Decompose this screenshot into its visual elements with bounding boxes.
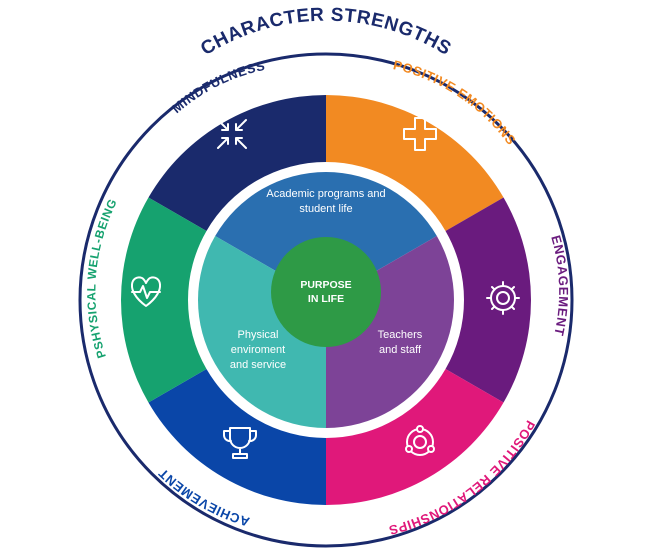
outer-ring bbox=[78, 52, 574, 548]
diagram-title: CHARACTER STRENGTHS bbox=[197, 5, 455, 60]
arrows-converge-icon bbox=[217, 119, 247, 149]
gear-icon bbox=[486, 281, 520, 315]
inner-label-1-line-2: student life bbox=[299, 203, 352, 215]
inner-label-3-line-3: and service bbox=[230, 359, 286, 371]
segment-icons bbox=[131, 117, 520, 459]
segment-mindfulness bbox=[148, 95, 326, 231]
connected-circle-icon bbox=[405, 425, 435, 456]
inner-labels: Academic programs and student lifeTeacher… bbox=[230, 188, 423, 371]
inner-label-2-line-1: Teachers bbox=[378, 329, 423, 341]
segment-achievement bbox=[148, 369, 326, 505]
inner-label-3-line-1: Physical bbox=[238, 329, 279, 341]
inner-label-2-line-2: and staff bbox=[379, 344, 422, 356]
trophy-icon bbox=[222, 427, 258, 459]
center-line2: IN LIFE bbox=[308, 293, 344, 305]
inner-label-1-line-1: Academic programs and bbox=[266, 188, 385, 200]
segment-pshysical-well-being bbox=[121, 197, 207, 403]
outer-segments bbox=[121, 95, 531, 505]
center-circle bbox=[271, 237, 381, 347]
label-physical-well-being: PSHYSICAL WELL-BEING bbox=[84, 196, 120, 360]
segment-engagement bbox=[445, 197, 531, 403]
center-line1: PURPOSE bbox=[300, 279, 351, 291]
heart-pulse-icon bbox=[131, 276, 161, 307]
inner-label-3-line-2: enviroment bbox=[231, 344, 285, 356]
segment-positive-emotions bbox=[326, 95, 504, 231]
cross-plus-icon bbox=[403, 117, 437, 151]
diagram-title-text: CHARACTER STRENGTHS bbox=[197, 5, 454, 60]
segment-positive-relationships bbox=[326, 369, 504, 505]
label-mindfulness: MINDFULNESS bbox=[169, 58, 267, 116]
